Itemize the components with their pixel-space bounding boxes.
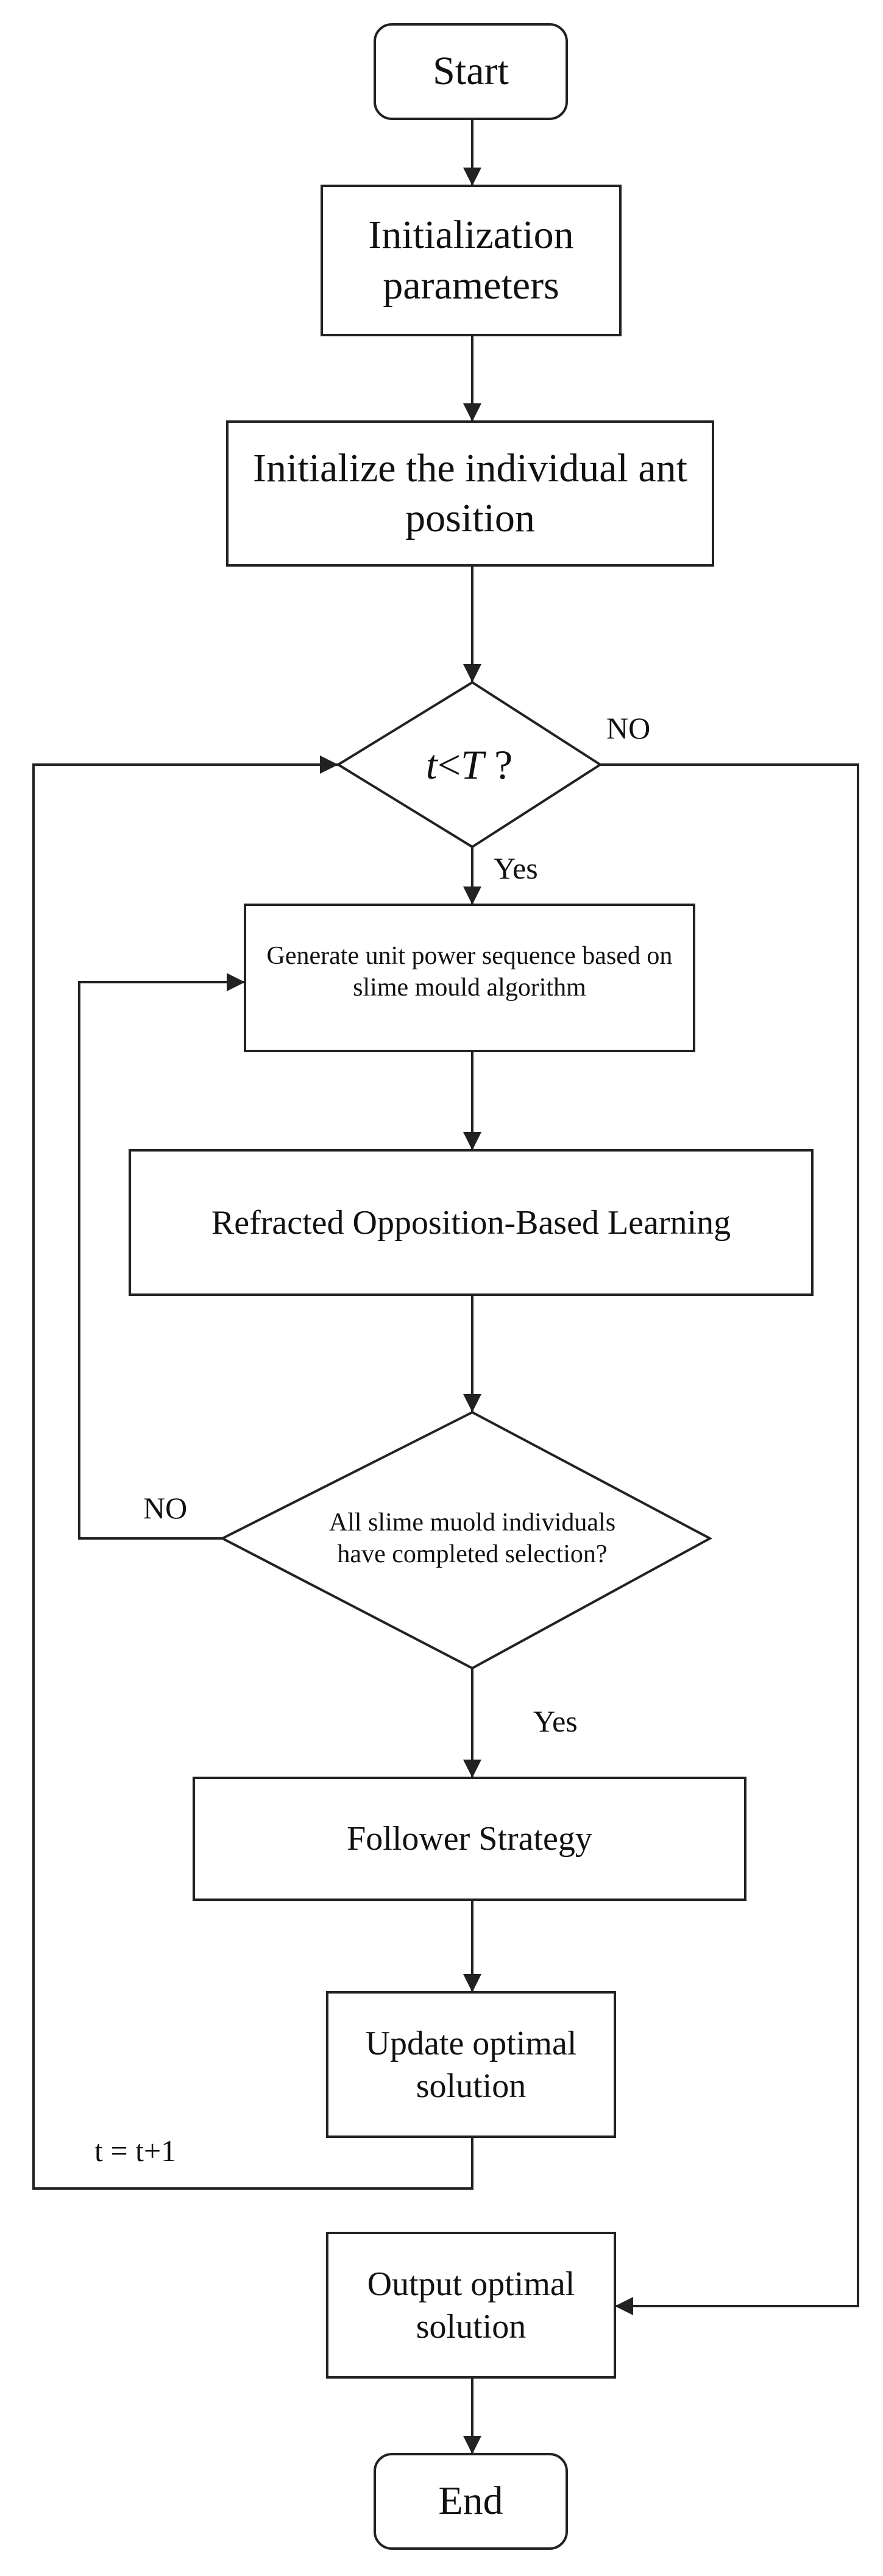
condition-var-t: t [425, 741, 438, 788]
follower-strategy-box [193, 1777, 746, 1901]
end-node [374, 2453, 568, 2550]
start-label: Start [433, 49, 509, 94]
refracted-obl-label: Refracted Opposition-Based Learning [211, 1203, 731, 1242]
init-position-box [226, 420, 714, 567]
update-optimal-box [326, 1991, 616, 2138]
end-label: End [438, 2479, 503, 2524]
selection-no-label: NO [143, 1490, 188, 1525]
start-node [374, 23, 568, 120]
init-params-label: Initialization parameters [368, 213, 574, 308]
arrow-update-loop-back [32, 755, 473, 2190]
arrow-selection-no-loop [78, 973, 245, 1540]
follower-strategy-label: Follower Strategy [347, 1820, 592, 1858]
selection-yes-label: Yes [533, 1704, 578, 1738]
loop-no-label: NO [606, 710, 651, 745]
generate-sequence-box [244, 904, 695, 1052]
condition-operator: < [437, 741, 461, 788]
loop-condition-label: t<T ? [341, 719, 597, 810]
init-params-box [321, 185, 622, 336]
increment-label: t = t+1 [94, 2133, 177, 2168]
arrow-condition-no-exit [600, 763, 859, 2315]
condition-suffix: ? [483, 741, 513, 788]
condition-var-T: T [461, 741, 484, 788]
output-optimal-label: Output optimal solution [367, 2265, 575, 2346]
selection-check-label: All slime muold individuals have complet… [328, 1508, 616, 1569]
update-optimal-label: Update optimal solution [365, 2024, 577, 2105]
loop-yes-label: Yes [494, 851, 538, 885]
generate-sequence-label: Generate unit power sequence based on sl… [266, 941, 673, 1002]
init-position-label: Initialize the individual ant position [253, 445, 687, 541]
